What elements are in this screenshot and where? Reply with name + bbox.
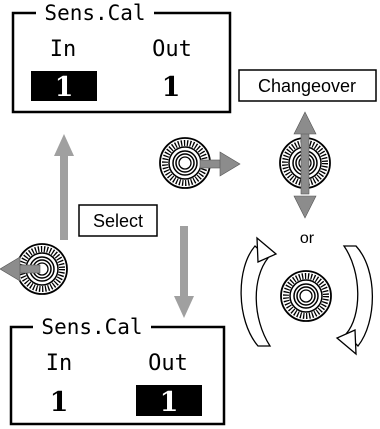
bottom-display-out-highlight	[136, 385, 202, 416]
rotate-right-arrow-icon	[335, 245, 373, 356]
bottom-display-in-value: 1	[50, 387, 69, 418]
bottom-display-out-label: Out	[148, 351, 188, 376]
rotate-left-arrow-icon	[240, 236, 278, 347]
top-display-in-label: In	[50, 37, 77, 62]
knob-rotate	[240, 236, 373, 356]
changeover-callout: Changeover	[238, 69, 377, 102]
select-callout: Select	[78, 204, 158, 237]
up-arrow-icon	[54, 134, 74, 240]
bottom-lcd-display: Sens.Cal In Out 1 1	[9, 315, 226, 426]
bottom-display-in-label: In	[46, 351, 73, 376]
top-display-in-value: 1	[55, 72, 74, 103]
knob-press-right	[160, 138, 241, 188]
top-lcd-display: Sens.Cal In Out 1 1	[11, 1, 232, 114]
changeover-label: Changeover	[258, 76, 356, 96]
top-display-out-value: 1	[162, 72, 181, 103]
top-display-in-highlight	[31, 71, 97, 101]
right-arrow-icon	[199, 151, 241, 177]
select-label: Select	[93, 211, 143, 231]
top-display-title: Sens.Cal	[44, 1, 145, 25]
knob-up-down	[280, 111, 330, 219]
up-down-arrow-icon	[293, 111, 317, 219]
down-arrow-icon	[174, 226, 194, 318]
left-arrow-icon	[0, 256, 41, 282]
or-label: or	[300, 230, 315, 247]
knob-press-left	[0, 244, 67, 294]
rotary-knob-icon	[281, 271, 331, 321]
bottom-display-title: Sens.Cal	[41, 315, 142, 339]
bottom-display-out-value: 1	[160, 387, 179, 418]
top-display-out-label: Out	[152, 37, 192, 62]
